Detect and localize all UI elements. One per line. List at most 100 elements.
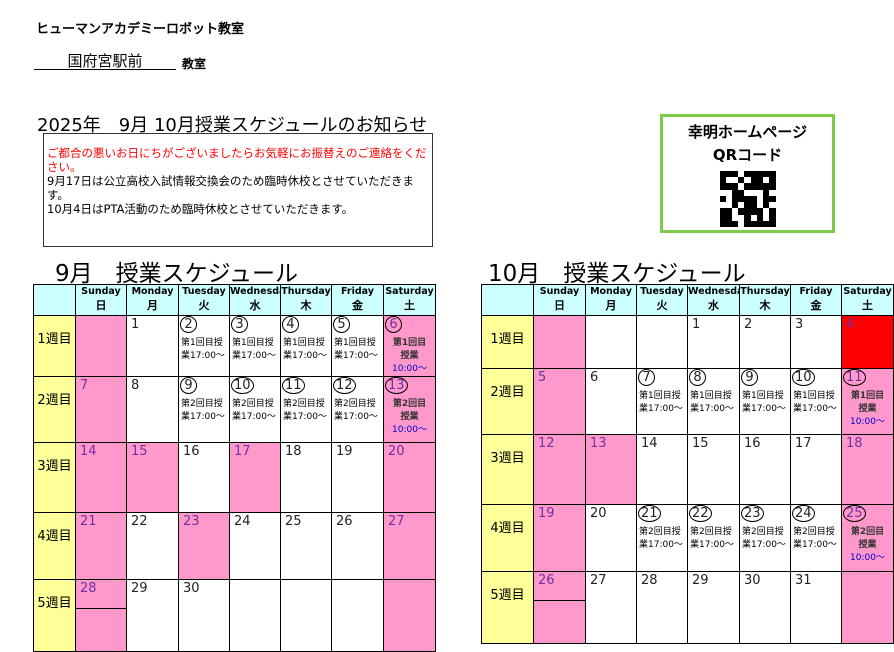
- day-cell[interactable]: [533, 315, 586, 369]
- day-cell[interactable]: 28: [75, 579, 127, 652]
- day-number: 12: [333, 377, 356, 394]
- day-cell[interactable]: 30: [178, 579, 230, 652]
- day-cell[interactable]: 15: [126, 442, 179, 513]
- lesson-note: 第2回目授 業17:00～: [282, 398, 331, 424]
- day-en: Saturday: [385, 286, 434, 297]
- day-cell[interactable]: 22: [126, 512, 179, 580]
- day-cell[interactable]: 23: [178, 512, 230, 580]
- day-number: 15: [692, 436, 709, 451]
- week-label: 2週目: [481, 368, 534, 435]
- day-cell[interactable]: 31: [790, 571, 842, 644]
- day-cell[interactable]: [636, 315, 688, 369]
- day-cell[interactable]: 19: [331, 442, 384, 513]
- branch-name: 国府宮駅前: [34, 50, 176, 70]
- day-cell[interactable]: 19: [533, 504, 586, 572]
- lesson-note: 第1回目授 業17:00～: [282, 337, 331, 363]
- day-jp: 水: [708, 299, 719, 312]
- day-cell[interactable]: 16: [178, 442, 230, 513]
- day-cell[interactable]: [280, 579, 332, 652]
- day-cell[interactable]: 26: [533, 571, 586, 644]
- day-number: 5: [538, 370, 547, 385]
- lesson-time: 10:00～: [850, 553, 885, 563]
- day-cell[interactable]: 21: [75, 512, 127, 580]
- day-number: 2: [744, 317, 753, 332]
- day-cell[interactable]: 20: [585, 504, 637, 572]
- qr-code-icon[interactable]: [719, 171, 776, 227]
- lesson-note: 第1回目授 業17:00～: [180, 337, 229, 363]
- day-cell[interactable]: 24: [229, 512, 281, 580]
- day-cell[interactable]: 8: [126, 376, 179, 443]
- day-cell[interactable]: 15: [687, 434, 740, 505]
- day-cell[interactable]: 25: [280, 512, 332, 580]
- day-cell[interactable]: 26: [331, 512, 384, 580]
- day-cell[interactable]: 16: [739, 434, 791, 505]
- day-cell[interactable]: 27: [585, 571, 637, 644]
- day-cell[interactable]: 18: [280, 442, 332, 513]
- day-cell[interactable]: 7: [75, 376, 127, 443]
- day-cell[interactable]: [383, 579, 436, 652]
- day-number: 21: [80, 514, 97, 529]
- day-cell[interactable]: 1: [126, 315, 179, 377]
- day-cell[interactable]: 2: [739, 315, 791, 369]
- day-number: 26: [336, 514, 353, 529]
- lesson-label: 第1回目授 業17:00～: [690, 391, 734, 414]
- week-label: 4週目: [481, 504, 534, 572]
- day-cell[interactable]: 1: [687, 315, 740, 369]
- day-cell[interactable]: 14: [636, 434, 688, 505]
- day-cell[interactable]: [229, 579, 281, 652]
- day-cell[interactable]: 27: [383, 512, 436, 580]
- day-cell[interactable]: [841, 571, 894, 644]
- day-cell[interactable]: 29: [687, 571, 740, 644]
- day-cell[interactable]: 28: [636, 571, 688, 644]
- day-cell[interactable]: 4: [841, 315, 894, 369]
- day-cell[interactable]: 5: [533, 368, 586, 435]
- day-cell[interactable]: 13: [585, 434, 637, 505]
- day-jp: 月: [605, 299, 617, 312]
- day-cell[interactable]: 20: [383, 442, 436, 513]
- day-number: 9: [741, 369, 758, 386]
- day-number: 13: [590, 436, 607, 451]
- day-cell[interactable]: 18: [841, 434, 894, 505]
- day-cell[interactable]: [585, 315, 637, 369]
- day-cell[interactable]: [75, 315, 127, 377]
- day-cell[interactable]: 3: [790, 315, 842, 369]
- day-cell[interactable]: 17: [229, 442, 281, 513]
- day-number: 6: [590, 370, 599, 385]
- day-cell[interactable]: 12: [533, 434, 586, 505]
- day-cell[interactable]: [331, 579, 384, 652]
- day-cell[interactable]: 14: [75, 442, 127, 513]
- day-en: Friday: [799, 286, 833, 297]
- lesson-label: 第1回目授 業17:00～: [283, 338, 327, 361]
- day-cell[interactable]: 6: [585, 368, 637, 435]
- day-cell[interactable]: 17: [790, 434, 842, 505]
- lesson-label: 第1回目授 業17:00～: [639, 391, 683, 414]
- day-number: 27: [388, 514, 405, 529]
- day-cell[interactable]: 30: [739, 571, 791, 644]
- day-header: Wednesday水: [687, 284, 740, 316]
- day-cell[interactable]: 29: [126, 579, 179, 652]
